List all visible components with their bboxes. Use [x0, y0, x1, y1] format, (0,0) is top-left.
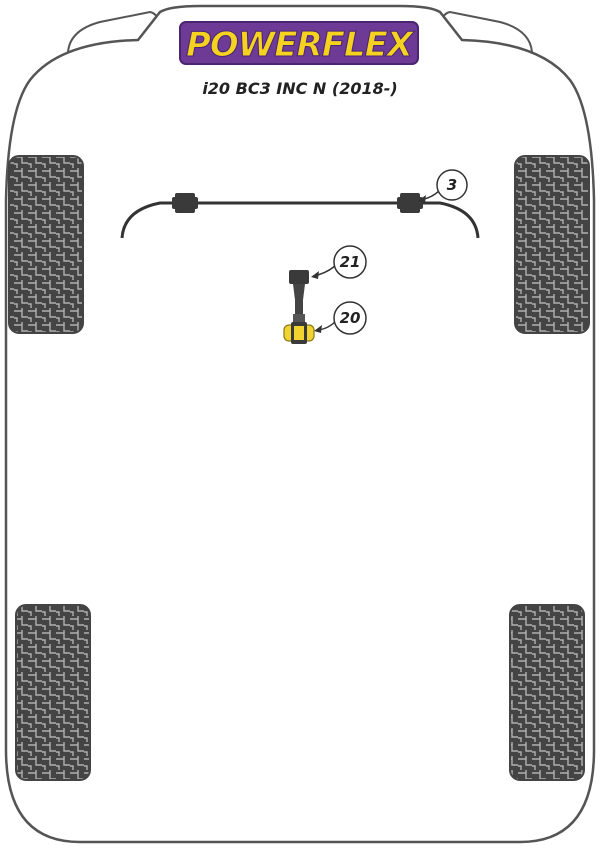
callout-21-label: 21: [340, 253, 361, 271]
front-left-tyre: [8, 155, 84, 334]
car-body-outline: [4, 4, 596, 844]
callout-20-label: 20: [340, 309, 361, 327]
lower-engine-mount: [283, 270, 315, 344]
logo-wordmark: POWERFLEX: [186, 25, 415, 65]
anti-roll-bar: [120, 193, 480, 239]
engine-mount-top-cap: [289, 270, 309, 284]
model-title: i20 BC3 INC N (2018-): [202, 79, 397, 98]
powerflex-logo: POWERFLEX: [179, 21, 419, 66]
callout-3-label: 3: [447, 176, 457, 194]
rear-left-tyre: [15, 604, 91, 781]
callout-3[interactable]: 3: [418, 169, 468, 203]
front-right-tyre: [514, 155, 590, 334]
engine-mount-insert: [283, 322, 315, 344]
rear-right-tyre: [509, 604, 585, 781]
callout-21[interactable]: 21: [311, 245, 367, 279]
callout-circle-icon: [333, 245, 367, 279]
callout-21-arrowhead: [311, 271, 319, 279]
callout-circle-icon: [436, 169, 468, 201]
callout-20-arrowhead: [314, 325, 322, 333]
callout-20[interactable]: 20: [314, 301, 367, 335]
callout-3-arrowhead: [418, 195, 426, 203]
callout-circle-icon: [333, 301, 367, 335]
